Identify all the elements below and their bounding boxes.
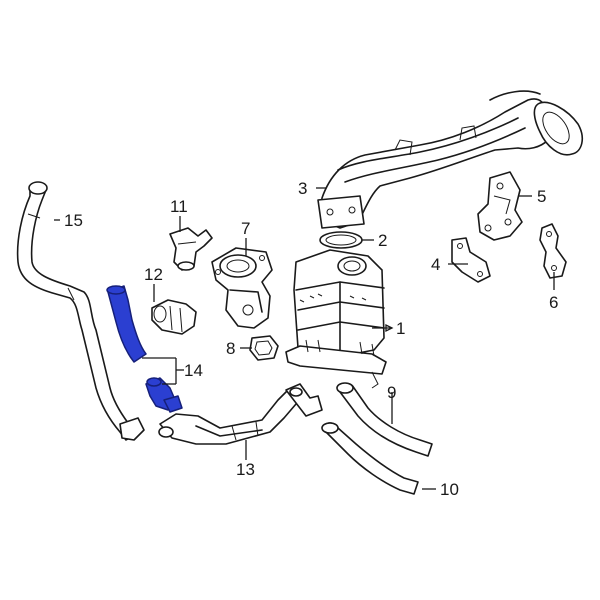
bracket-part-6 — [539, 223, 567, 279]
highlighted-hose-part-14 — [106, 285, 183, 413]
gasket-part-2 — [319, 231, 363, 249]
coolant-pipe-part-13 — [158, 383, 323, 445]
callout-10: 10 — [440, 480, 459, 499]
callout-6: 6 — [549, 293, 558, 312]
callout-12: 12 — [144, 265, 163, 284]
callout-14: 14 — [184, 361, 203, 380]
egr-valve-part-7 — [211, 247, 273, 329]
hose-part-10 — [321, 422, 419, 495]
callout-15: 15 — [64, 211, 83, 230]
thermostat-part-12 — [151, 299, 197, 335]
gasket-part-8 — [249, 335, 279, 361]
callout-4: 4 — [431, 255, 440, 274]
bracket-part-5 — [477, 171, 523, 241]
callout-7: 7 — [241, 219, 250, 238]
callout-9: 9 — [387, 383, 396, 402]
bracket-part-4 — [451, 237, 491, 283]
intake-pipe-part-3 — [317, 90, 584, 229]
callout-3: 3 — [298, 179, 307, 198]
water-outlet-part-11 — [169, 227, 213, 271]
callout-13: 13 — [236, 460, 255, 479]
callout-8: 8 — [226, 339, 235, 358]
hose-part-9 — [336, 382, 433, 457]
callout-2: 2 — [378, 231, 387, 250]
egr-cooler-part-1 — [285, 249, 387, 389]
leader-lines — [54, 187, 555, 490]
callout-1: 1 — [396, 319, 405, 338]
callout-labels: 1 2 3 4 5 6 7 8 9 10 11 12 13 14 15 — [64, 179, 558, 499]
coolant-hose-part-15 — [16, 181, 145, 441]
callout-5: 5 — [537, 187, 546, 206]
callout-11: 11 — [170, 197, 188, 216]
